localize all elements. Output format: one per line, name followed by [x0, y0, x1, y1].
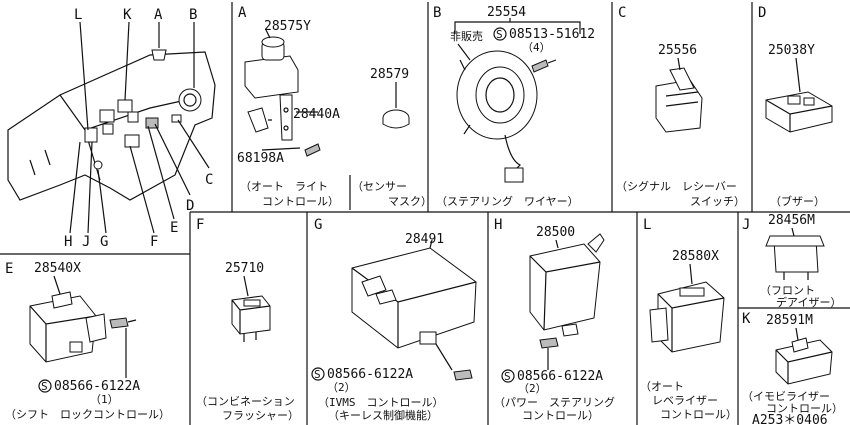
panel-f-part: 25710 — [225, 261, 264, 276]
combination-flasher-drawing — [231, 275, 271, 342]
overview-letter-g: G — [100, 234, 108, 250]
overview-letter-c: C — [205, 172, 213, 188]
auto-light-sensor-drawing — [244, 29, 321, 157]
panel-k-letter: K — [742, 311, 751, 327]
panel-h-bolt-symbol-text: S — [504, 370, 511, 383]
panel-b-caption: （ステアリング ワイヤー） — [436, 194, 579, 208]
panel-j-part: 28456M — [768, 213, 815, 228]
panel-f-letter: F — [196, 217, 204, 233]
overview-letter-d: D — [186, 198, 194, 214]
panel-g-bolt: 08566-6122A — [327, 367, 413, 382]
panel-f-caption-b: フラッシャー） — [222, 409, 299, 422]
diagram-code: A253＊0406 — [752, 413, 828, 425]
panel-c-caption-b: スイッチ） — [690, 195, 745, 208]
panel-k-caption-a: （イモビライザー — [742, 390, 830, 403]
panel-b-bolt-symbol-text: S — [496, 28, 503, 41]
panel-h-caption-b: コントロール） — [522, 409, 599, 422]
panel-b-bolt: 08513-51612 — [509, 27, 595, 42]
panel-a-part-28440a: 28440A — [293, 107, 340, 122]
panel-l-letter: L — [643, 217, 651, 233]
steering-wire-drawing — [456, 43, 557, 183]
panel-c-letter: C — [618, 5, 626, 21]
panel-e-bolt: 08566-6122A — [54, 379, 140, 394]
immobilizer-control-drawing — [775, 327, 833, 385]
panel-e-bolt-symbol — [38, 379, 52, 393]
panel-b-bracket — [454, 18, 581, 34]
panel-b-part: 25554 — [487, 5, 526, 20]
panel-j-caption-a: （フロント — [760, 284, 815, 297]
panel-l-caption-b: レベライザー — [652, 394, 718, 407]
panel-h-caption-a: （パワー ステアリング — [494, 395, 615, 409]
panel-g-caption-a: （IVMS コントロール） — [318, 396, 444, 409]
panel-l-part: 28580X — [672, 249, 719, 264]
auto-leveler-control-drawing — [649, 263, 725, 353]
panel-e-bolt-symbol-text: S — [41, 380, 48, 393]
panel-g-bolt-symbol — [311, 367, 325, 381]
panel-d-letter: D — [758, 5, 766, 21]
overview-letter-b: B — [189, 7, 197, 23]
panel-h-letter: H — [494, 217, 502, 233]
panel-j-letter: J — [742, 217, 750, 233]
panel-a-caption-2a: （センサー — [352, 180, 407, 193]
panel-l-caption-a: （オート — [640, 380, 684, 393]
power-steering-control-drawing — [529, 233, 605, 370]
panel-g-part: 28491 — [405, 232, 444, 247]
panel-a-caption-1a: （オート ライト — [240, 180, 328, 193]
panel-b-letter: B — [433, 5, 441, 21]
overview-letter-k: K — [123, 7, 132, 23]
overview-letter-h: H — [64, 234, 72, 250]
overview-letter-j: J — [82, 234, 90, 250]
panel-g-letter: G — [314, 217, 322, 233]
panel-h-qty: （2） — [518, 382, 547, 395]
panel-a-part-68198a: 68198A — [237, 151, 284, 166]
panel-b-qty: （4） — [522, 41, 551, 54]
buzzer-drawing — [765, 57, 833, 133]
panel-h-bolt: 08566-6122A — [517, 369, 603, 384]
panel-d-caption: （ブザー） — [770, 194, 825, 208]
panel-e-qty: （1） — [90, 393, 119, 406]
panel-a-letter: A — [238, 5, 247, 21]
panel-b-bolt-symbol — [493, 27, 507, 41]
overview-letter-e: E — [170, 220, 178, 236]
panel-c-caption-a: （シグナル レシーバー — [616, 179, 737, 193]
panel-c-part: 25556 — [658, 43, 697, 58]
overview-letter-l: L — [74, 7, 82, 23]
shift-lock-control-drawing — [29, 275, 137, 378]
overview-letter-a: A — [154, 7, 163, 23]
front-deicer-drawing — [765, 227, 825, 280]
panel-h-part: 28500 — [536, 225, 575, 240]
panel-g-bolt-symbol-text: S — [314, 368, 321, 381]
panel-g-qty: （2） — [327, 381, 356, 394]
panel-b-not-sold: 非販売 — [450, 30, 483, 43]
panel-h-bolt-symbol — [501, 369, 515, 383]
panel-e-letter: E — [5, 261, 13, 277]
panel-e-part: 28540X — [34, 261, 81, 276]
panel-j-caption-b: デアイザー） — [776, 295, 841, 309]
panel-a-part-28575y: 28575Y — [264, 19, 311, 34]
panel-a-caption-2b: マスク） — [388, 195, 432, 208]
dashboard-overview — [7, 21, 216, 234]
panel-k-caption-b: コントロール） — [766, 402, 843, 415]
panel-a-part-28579: 28579 — [370, 67, 409, 82]
signal-receiver-switch-drawing — [655, 57, 703, 133]
panel-e-caption: （シフト ロックコントロール） — [5, 408, 170, 421]
panel-f-caption-a: （コンビネーション — [196, 395, 295, 408]
overview-letter-f: F — [150, 234, 158, 250]
panel-k-part: 28591M — [766, 313, 813, 328]
ivms-control-drawing — [351, 239, 477, 381]
panel-g-caption-b: （キーレス制御機能） — [328, 408, 438, 422]
panel-a-caption-1b: コントロール） — [262, 195, 339, 208]
sensor-mask-drawing — [382, 82, 410, 129]
panel-d-part: 25038Y — [768, 43, 815, 58]
panel-l-caption-c: コントロール） — [660, 408, 737, 421]
